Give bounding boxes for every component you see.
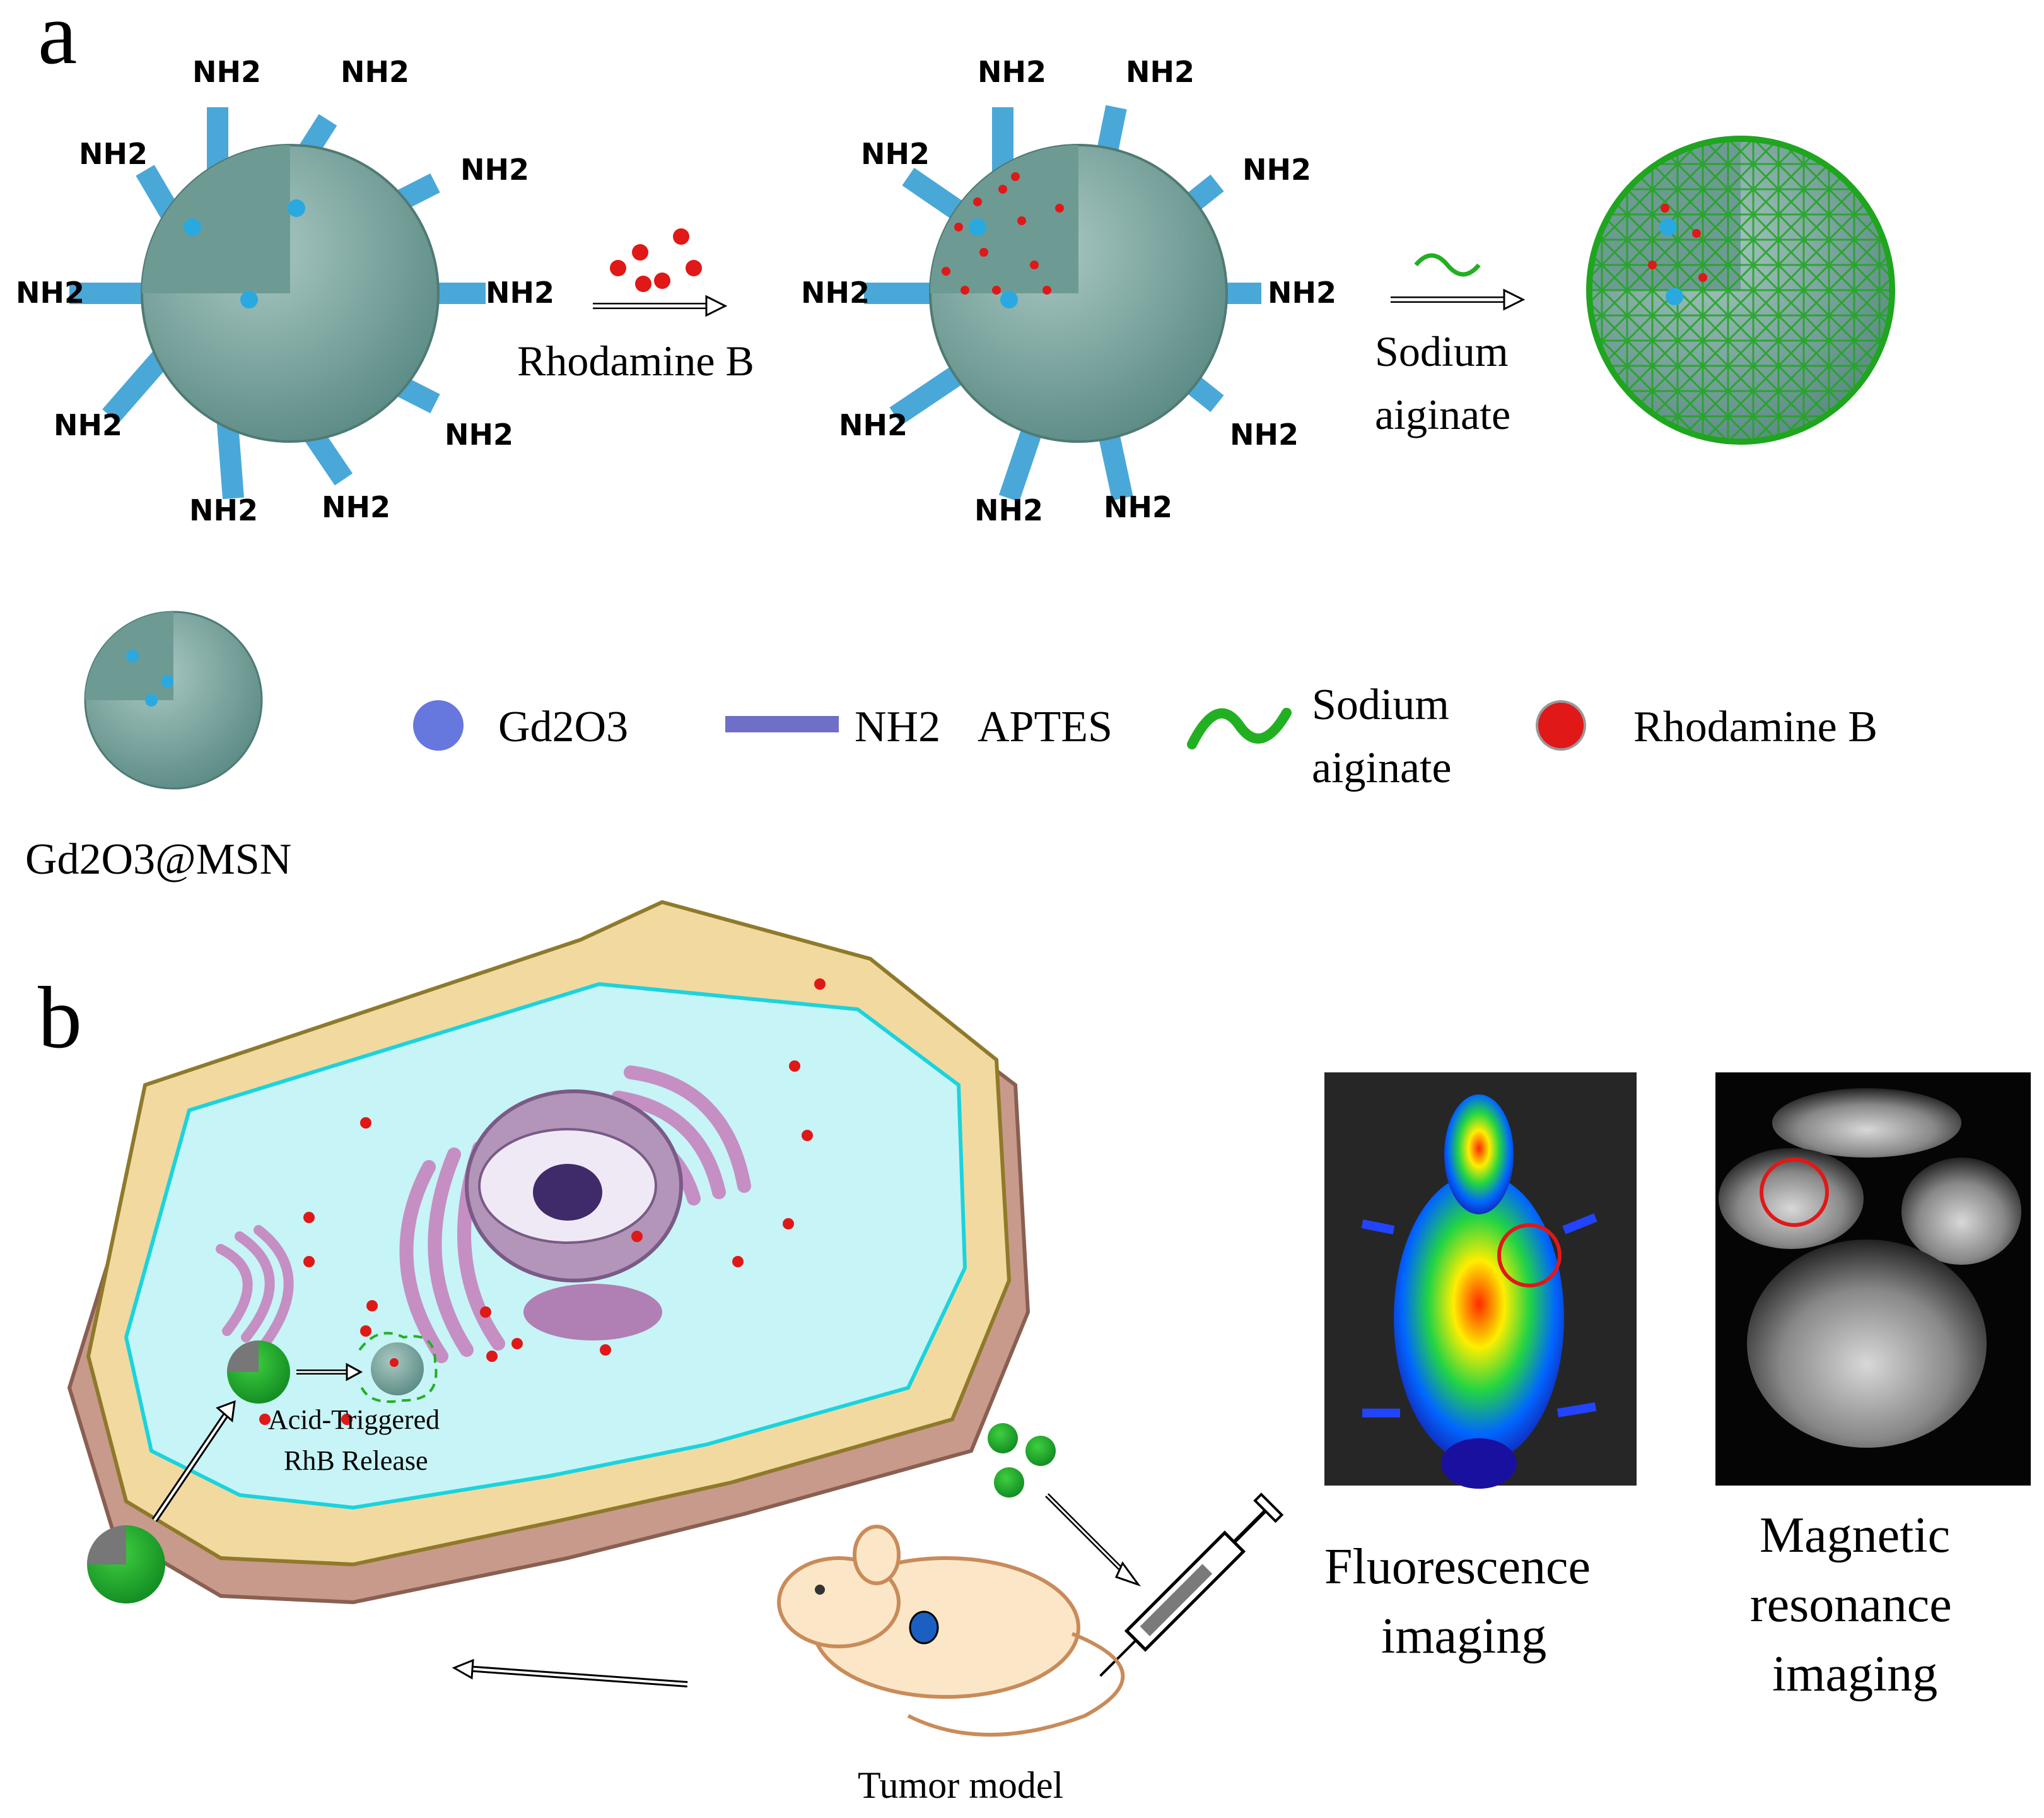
mri-label-line3: imaging <box>1772 1646 1937 1702</box>
gd2o3-dot <box>1000 291 1018 308</box>
rhodamine-dots <box>610 228 702 292</box>
release-label-line1: Acid-Triggered <box>268 1404 440 1435</box>
legend-nh2-label: NH2 <box>855 703 940 751</box>
fluorescence-label-line2: imaging <box>1381 1609 1546 1664</box>
svg-text:NH2: NH2 <box>861 137 930 171</box>
legend-rhodamine-swatch <box>1536 700 1586 751</box>
svg-text:NH2: NH2 <box>1242 153 1311 187</box>
step1-arrow: Rhodamine B <box>517 228 754 385</box>
legend-alginate-line1: Sodium <box>1312 681 1449 729</box>
step2-label-line1: Sodium <box>1375 327 1509 375</box>
mri-label-line1: Magnetic <box>1760 1508 1950 1563</box>
panel-b-letter: b <box>38 969 82 1067</box>
model-to-cell-arrow-inner <box>466 1667 688 1686</box>
svg-text:NH2: NH2 <box>445 418 513 452</box>
cutaway-wedge <box>142 145 290 293</box>
legend-gd2o3-swatch <box>413 700 464 751</box>
particle-label: Gd2O3@MSN <box>25 835 291 884</box>
injection-arrow-inner <box>1046 1494 1130 1578</box>
mri-label-line2: resonance <box>1750 1577 1952 1633</box>
syringe <box>1099 1493 1284 1677</box>
svg-text:NH2: NH2 <box>974 493 1043 527</box>
tumor-spot <box>909 1610 939 1645</box>
svg-text:NH2: NH2 <box>322 490 390 524</box>
loaded-dye <box>942 172 1064 295</box>
internalized-particle <box>227 1340 290 1404</box>
release-arrowhead <box>346 1363 363 1381</box>
mri-image: Magnetic resonance imaging <box>1715 1072 2031 1702</box>
releasing-particle <box>358 1332 438 1403</box>
svg-text:NH2: NH2 <box>978 55 1046 89</box>
svg-text:NH2: NH2 <box>839 408 908 442</box>
step2-label-line2: aiginate <box>1375 390 1510 438</box>
gd2o3-dot <box>240 291 258 308</box>
golgi-apparatus <box>216 1225 294 1349</box>
injection-particles <box>988 1423 1056 1498</box>
particle-nh2: NH2 NH2 NH2 NH2 NH2 NH2 NH2 NH2 NH2 NH2 <box>16 55 554 527</box>
alginate-squiggle <box>1414 253 1481 277</box>
particle-alginate-coated <box>1586 136 1895 445</box>
gd2o3-dot <box>1666 288 1683 305</box>
svg-text:NH2: NH2 <box>189 493 258 527</box>
extracellular-particle <box>87 1525 165 1604</box>
nh2-labels: NH2 NH2 NH2 NH2 NH2 NH2 NH2 NH2 NH2 NH2 <box>801 55 1336 527</box>
released-dye <box>259 978 826 1425</box>
svg-text:NH2: NH2 <box>1230 418 1299 452</box>
nh2-labels: NH2 NH2 NH2 NH2 NH2 NH2 NH2 NH2 NH2 NH2 <box>16 55 554 527</box>
svg-text:NH2: NH2 <box>79 137 148 171</box>
svg-text:NH2: NH2 <box>341 55 409 89</box>
svg-text:NH2: NH2 <box>16 276 85 310</box>
legend-gd2o3-label: Gd2O3 <box>498 703 628 751</box>
fluorescence-label-line1: Fluorescence <box>1324 1539 1591 1595</box>
gd2o3-dot <box>1659 218 1677 236</box>
svg-text:NH2: NH2 <box>801 276 870 310</box>
cutaway-wedge <box>930 145 1078 293</box>
particle-rhb-loaded: NH2 NH2 NH2 NH2 NH2 NH2 NH2 NH2 NH2 NH2 <box>801 55 1336 527</box>
uptake-arrowhead <box>216 1400 236 1422</box>
svg-text:NH2: NH2 <box>460 153 529 187</box>
tumor-mouse: Tumor model <box>777 1525 1125 1806</box>
mitochondrion <box>523 1284 662 1340</box>
tumor-label: Tumor model <box>858 1764 1063 1806</box>
gd2o3-dot <box>969 218 986 236</box>
legend-alginate-line2: aiginate <box>1312 744 1452 792</box>
legend-rhodamine-label: Rhodamine B <box>1633 703 1878 751</box>
legend-alginate-swatch <box>1187 708 1292 749</box>
svg-text:NH2: NH2 <box>1126 55 1194 89</box>
fluorescence-image: Fluorescence imaging <box>1324 1072 1637 1664</box>
step2-arrow: Sodium aiginate <box>1375 253 1526 438</box>
gd2o3-msn-particle: Gd2O3@MSN <box>25 611 291 884</box>
loaded-dye <box>1648 204 1707 282</box>
gd2o3-dot <box>288 199 305 217</box>
legend: Gd2O3 NH2 APTES Sodium aiginate Rhodamin… <box>413 681 1878 792</box>
svg-text:NH2: NH2 <box>486 276 554 310</box>
svg-text:NH2: NH2 <box>1104 490 1172 524</box>
panel-a-letter: a <box>38 0 77 83</box>
gd2o3-dot <box>184 218 201 236</box>
model-to-cell-arrowhead <box>452 1658 474 1680</box>
injection-arrowhead <box>1114 1561 1142 1586</box>
cell: Acid-Triggered RhB Release <box>67 900 1031 1605</box>
uptake-arrow-inner <box>153 1412 228 1522</box>
mri-tumor-circle <box>1760 1158 1829 1227</box>
nucleus <box>465 1089 683 1282</box>
release-label-line2: RhB Release <box>284 1445 428 1476</box>
step1-label: Rhodamine B <box>517 337 754 385</box>
svg-text:NH2: NH2 <box>192 55 261 89</box>
legend-aptes-label: APTES <box>978 703 1113 751</box>
legend-aptes-swatch <box>725 716 839 732</box>
fluorescence-tumor-circle <box>1497 1223 1562 1287</box>
svg-text:NH2: NH2 <box>54 408 122 442</box>
fluorescence-mouse-silhouette <box>1361 1094 1597 1489</box>
alginate-mesh <box>1586 136 1895 445</box>
svg-text:NH2: NH2 <box>1268 276 1336 310</box>
